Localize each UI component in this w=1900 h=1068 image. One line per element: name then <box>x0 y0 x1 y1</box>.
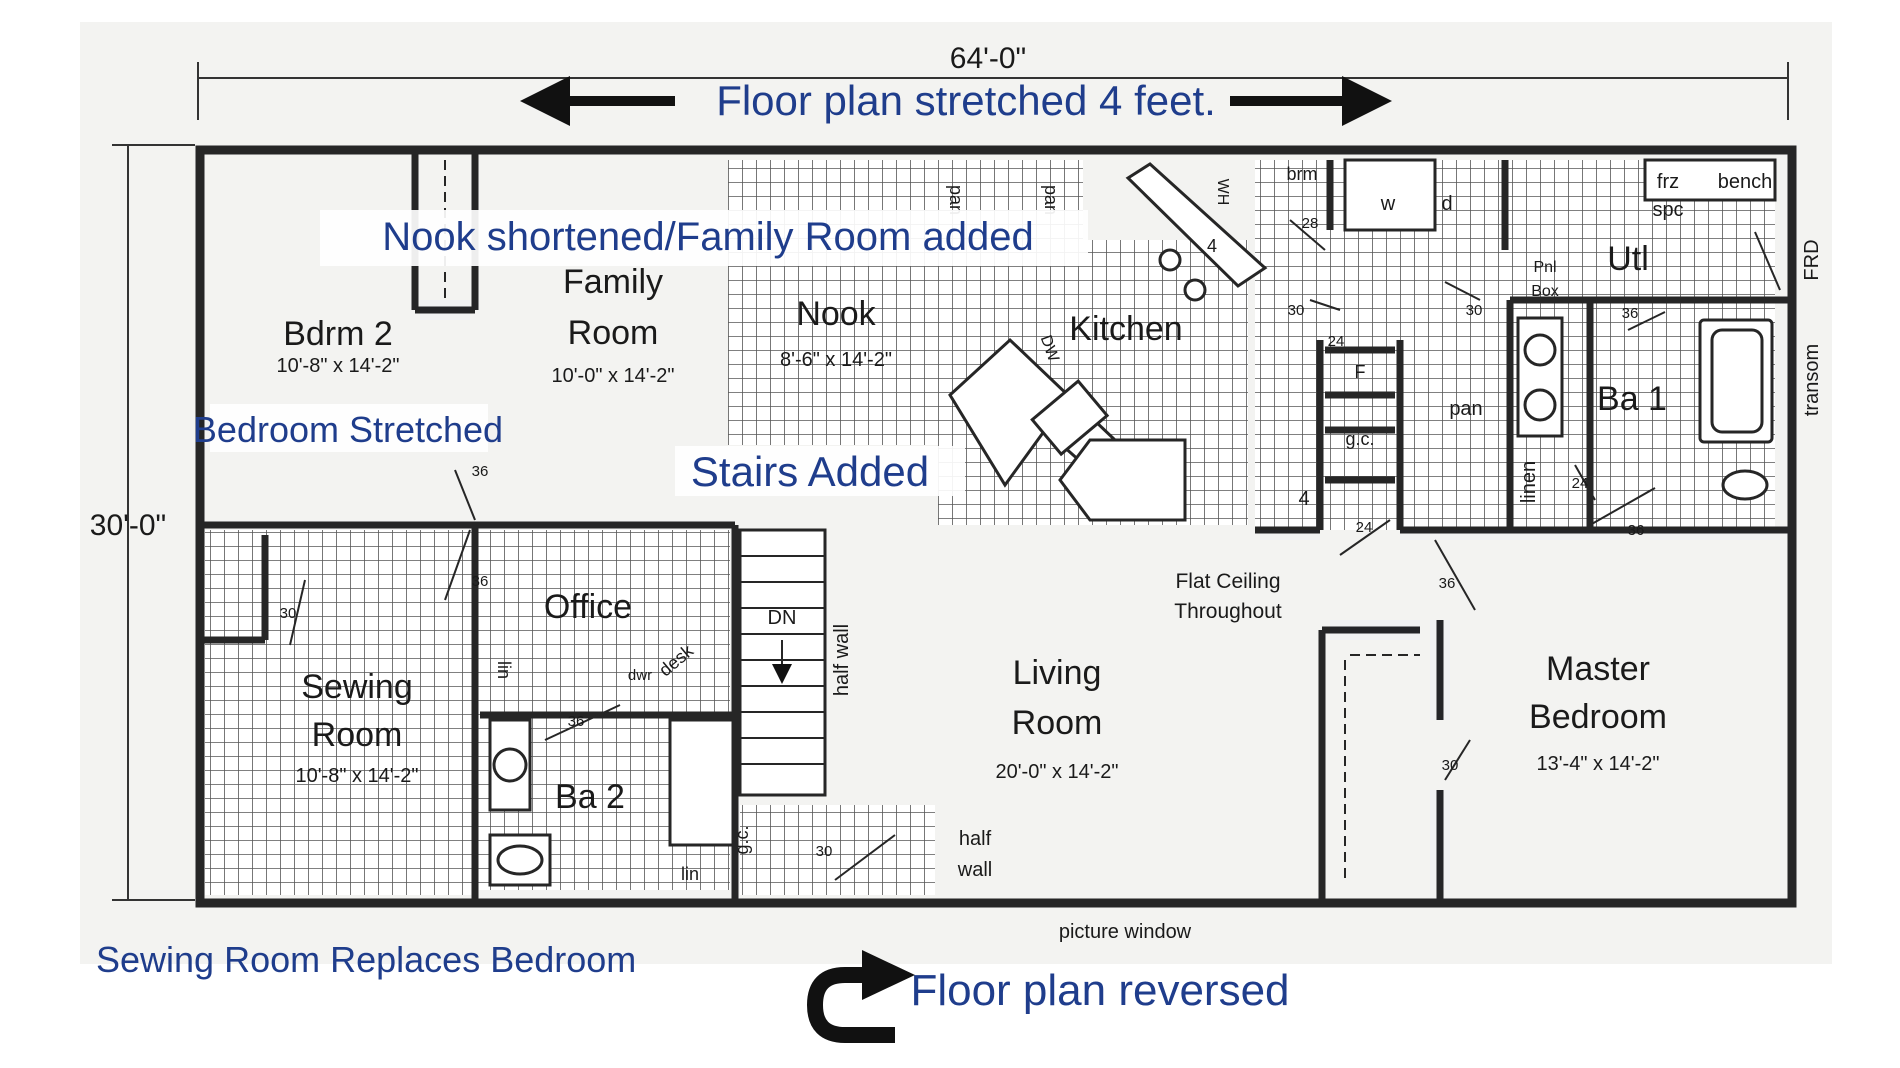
pan-label-1: pan <box>946 185 966 215</box>
flat-ceiling-1: Flat Ceiling <box>1175 570 1280 593</box>
family-name-1: Family <box>563 263 663 301</box>
arrow-right-icon <box>1342 76 1392 126</box>
linen-label: linen <box>1518 461 1540 503</box>
family-size: 10'-0" x 14'-2" <box>551 365 674 387</box>
depth-dimension: 30'-0" <box>90 509 166 542</box>
door-30-a: 30 <box>280 605 297 622</box>
pnl-label: Pnl <box>1533 259 1556 276</box>
door-36-b: 36 <box>472 573 489 590</box>
door-36-f: 36 <box>1628 522 1645 539</box>
annotation-sewing: Sewing Room Replaces Bedroom <box>96 939 636 980</box>
room-labels: Bdrm 2 10'-8" x 14'-2" Family Room 10'-0… <box>276 240 1666 816</box>
gc-label-2: g.c. <box>732 825 752 854</box>
living-name-1: Living <box>1013 654 1102 692</box>
brm-label: brm <box>1287 164 1318 184</box>
door-36-a: 36 <box>472 463 489 480</box>
pan-label-3: pan <box>1449 398 1482 420</box>
office-name: Office <box>544 588 632 626</box>
annotation-stretched: Floor plan stretched 4 feet. <box>716 77 1216 124</box>
width-dimension: 64'-0" <box>950 42 1026 75</box>
living-size: 20'-0" x 14'-2" <box>995 761 1118 783</box>
reverse-arrow-icon <box>806 950 915 1043</box>
kitchen-counters <box>948 162 1268 522</box>
dwr-label: dwr <box>628 667 652 684</box>
spc-label: spc <box>1652 199 1683 221</box>
frd-label: FRD <box>1801 239 1823 280</box>
door-30-e: 30 <box>1466 302 1483 319</box>
ba1-name: Ba 1 <box>1597 380 1667 418</box>
living-name-2: Room <box>1012 704 1103 742</box>
d-label: d <box>1441 193 1452 215</box>
count-4-b: 4 <box>1298 488 1309 510</box>
box-label: Box <box>1531 283 1559 300</box>
frz-label: frz <box>1657 171 1679 193</box>
bench-label: bench <box>1718 171 1773 193</box>
wall-label: wall <box>957 859 992 881</box>
dimension-lines <box>112 62 1789 901</box>
flat-ceiling-2: Throughout <box>1174 600 1282 623</box>
door-24-a: 24 <box>1328 333 1345 350</box>
pan-label-2: pan <box>1041 185 1061 215</box>
door-swings <box>289 219 1781 881</box>
bdrm2-name: Bdrm 2 <box>283 315 393 353</box>
w-label: w <box>1380 193 1396 215</box>
door-30-b: 30 <box>816 843 833 860</box>
picture-window-label: picture window <box>1059 921 1192 943</box>
nook-size: 8'-6" x 14'-2" <box>780 349 892 371</box>
door-24-b: 24 <box>1356 519 1373 536</box>
half-wall-vertical: half wall <box>831 624 853 696</box>
master-name-1: Master <box>1546 650 1650 688</box>
lin-label-1: lin <box>494 661 514 679</box>
annotation-nook: Nook shortened/Family Room added <box>382 215 1033 259</box>
dn-label: DN <box>768 607 797 629</box>
kitchen-name: Kitchen <box>1069 310 1182 348</box>
annotation-reversed: Floor plan reversed <box>910 966 1289 1015</box>
sewing-size: 10'-8" x 14'-2" <box>295 765 418 787</box>
door-28: 28 <box>1302 215 1319 232</box>
master-size: 13'-4" x 14'-2" <box>1536 753 1659 775</box>
door-30-c: 30 <box>1442 757 1459 774</box>
annotation-bedroom: Bedroom Stretched <box>193 409 503 450</box>
stretch-arrows <box>520 76 1392 126</box>
fixture-labels: pan pan pan brm w d frz bench spc Pnl Bo… <box>280 164 1823 943</box>
interior-walls <box>200 150 1795 900</box>
count-4-a: 4 <box>1207 236 1217 256</box>
fixtures <box>488 158 1777 887</box>
f-label: F <box>1355 362 1366 382</box>
annotations: Nook shortened/Family Room added Bedroom… <box>96 77 1290 1015</box>
door-30-d: 30 <box>1288 302 1305 319</box>
door-36-c: 36 <box>568 713 585 730</box>
arrow-left-icon <box>520 76 570 126</box>
annotation-stairs: Stairs Added <box>691 448 929 495</box>
family-name-2: Room <box>568 314 659 352</box>
bdrm2-size: 10'-8" x 14'-2" <box>276 355 399 377</box>
ba2-name: Ba 2 <box>555 778 625 816</box>
utl-name: Utl <box>1607 240 1649 278</box>
door-24-c: 24 <box>1572 475 1589 492</box>
transom-label: transom <box>1801 344 1823 416</box>
lin-label-2: lin <box>681 864 699 884</box>
half-label: half <box>959 828 992 850</box>
door-36-e: 36 <box>1622 305 1639 322</box>
nook-name: Nook <box>796 295 876 333</box>
door-36-d: 36 <box>1439 575 1456 592</box>
wh-label: WH <box>1214 179 1231 206</box>
gc-label-1: g.c. <box>1345 429 1374 449</box>
sewing-name-1: Sewing <box>301 668 413 706</box>
sewing-name-2: Room <box>312 716 403 754</box>
master-name-2: Bedroom <box>1529 698 1667 736</box>
